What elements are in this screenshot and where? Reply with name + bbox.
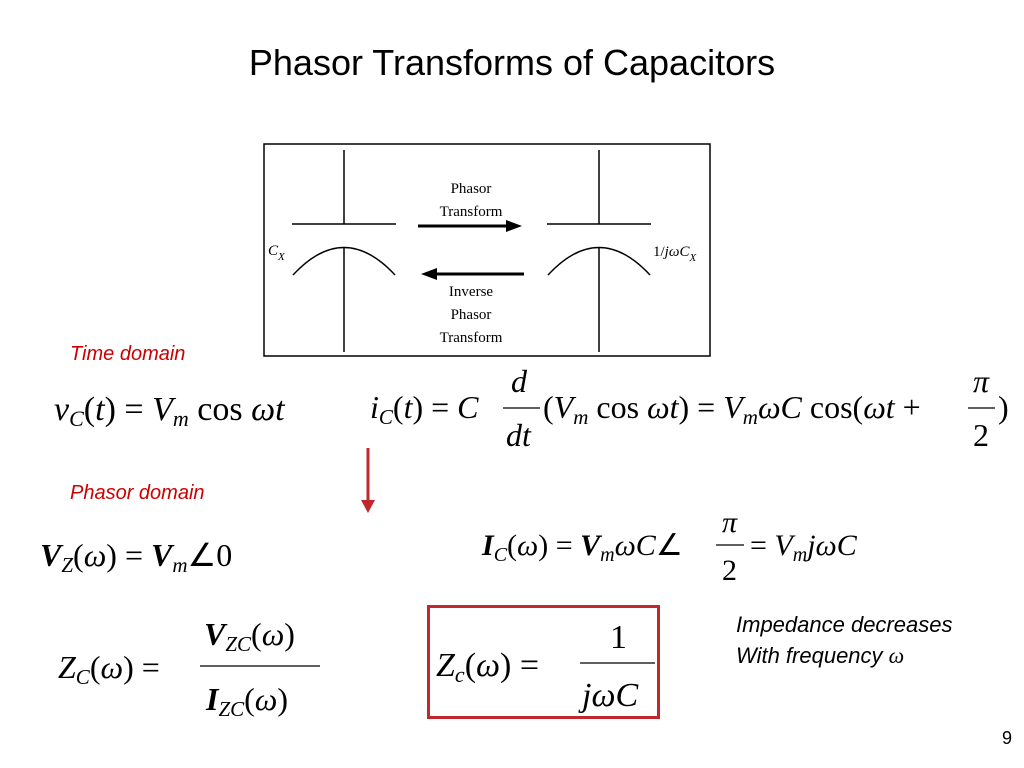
impedance-note-line2-text: With frequency	[736, 643, 889, 668]
phasor-domain-label: Phasor domain	[70, 482, 205, 504]
inverse-arrow	[421, 268, 524, 280]
impedance-result-equation: Zc(ω) = 1 jωC	[436, 619, 655, 714]
inverse-label-line3: Transform	[440, 330, 503, 346]
left-component-label: CX	[268, 243, 286, 263]
svg-text:2: 2	[722, 554, 737, 587]
svg-text:iC(t) = C: iC(t) = C	[370, 389, 479, 429]
svg-text:dt: dt	[506, 417, 532, 453]
right-component-label: 1/jωCX	[653, 244, 697, 264]
svg-text:(Vm cos ωt) = VmωC cos(ωt +: (Vm cos ωt) = VmωC cos(ωt +	[543, 389, 921, 429]
forward-label-line1: Phasor	[451, 181, 492, 197]
svg-text:IC(ω) = VmωC∠: IC(ω) = VmωC∠	[481, 529, 683, 566]
svg-text:π: π	[722, 506, 738, 539]
down-arrow	[361, 448, 375, 513]
impedance-ratio-equation: ZC(ω) = VZC(ω) IZC(ω)	[58, 616, 320, 721]
svg-text:= VmjωC: = VmjωC	[750, 529, 858, 566]
svg-text:π: π	[973, 363, 990, 399]
svg-text:d: d	[511, 363, 528, 399]
svg-text:VZC(ω): VZC(ω)	[204, 616, 295, 656]
svg-text:jωC: jωC	[578, 677, 638, 714]
svg-text:1: 1	[610, 619, 627, 656]
omega-symbol: ω	[888, 643, 905, 668]
forward-arrow	[418, 220, 522, 232]
svg-text:ZC(ω) =: ZC(ω) =	[58, 649, 160, 689]
left-capacitor-symbol	[292, 150, 396, 352]
svg-text:Zc(ω) =: Zc(ω) =	[436, 647, 539, 687]
time-domain-label: Time domain	[70, 343, 186, 365]
forward-label-line2: Transform	[440, 204, 503, 220]
diagram-frame	[263, 143, 711, 357]
time-voltage-equation: vC(t) = Vm cos ωt	[54, 391, 286, 431]
impedance-note: Impedance decreases With frequency ω	[736, 609, 952, 671]
svg-text:IZC(ω): IZC(ω)	[205, 681, 288, 721]
impedance-note-line1: Impedance decreases	[736, 612, 953, 637]
svg-text:2: 2	[973, 417, 989, 453]
svg-text:VZ(ω) = Vm∠0: VZ(ω) = Vm∠0	[40, 537, 232, 577]
phasor-current-equation: IC(ω) = VmωC∠ π 2 = VmjωC	[481, 506, 858, 587]
inverse-label-line2: Phasor	[451, 307, 492, 323]
slide-title: Phasor Transforms of Capacitors	[248, 42, 776, 83]
svg-text:): )	[998, 389, 1009, 425]
impedance-result-box: Zc(ω) = 1 jωC	[427, 605, 660, 719]
time-current-equation: iC(t) = C d dt (Vm cos ωt) = VmωC cos(ωt…	[370, 363, 1009, 453]
svg-text:vC(t) = Vm cos ωt: vC(t) = Vm cos ωt	[54, 391, 286, 431]
right-capacitor-symbol	[547, 150, 651, 352]
page-number: 9	[1001, 728, 1012, 748]
impedance-note-line2: With frequency ω	[736, 640, 952, 671]
phasor-voltage-equation: VZ(ω) = Vm∠0	[40, 537, 232, 577]
inverse-label-line1: Inverse	[449, 284, 493, 300]
